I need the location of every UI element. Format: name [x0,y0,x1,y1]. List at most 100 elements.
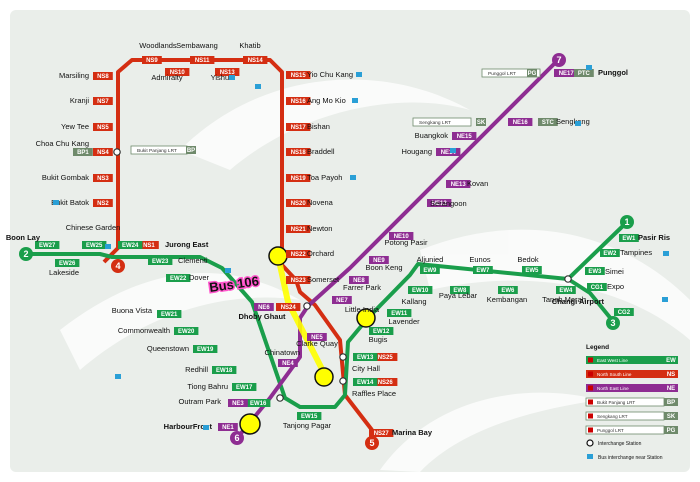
lrt-punggol-name: Punggol LRT [488,71,516,77]
legend-swatch [588,385,593,391]
station-name-tanah-merah: Tanah Merah [542,295,586,304]
legend-line-name: North East Line [597,386,629,391]
legend-code-box [664,356,678,364]
station-code-box [297,412,322,420]
station-code: NE1 [222,425,234,431]
station-code: EW10 [412,288,429,294]
station-code: EW7 [476,268,490,274]
station-code-box [587,283,607,291]
bus-interchange-icon [587,454,593,459]
station-bukit-batok: NS2 [93,199,113,207]
station-name-hougang: Hougang [402,147,432,156]
station-pasir-ris: EW1 [619,234,639,242]
station-code: EW22 [170,276,187,282]
legend-line-name: Bukit Panjang LRT [597,400,635,405]
station-code: NS25 [378,355,394,361]
station-code: NE6 [258,305,270,311]
legend-line-name: Sengkang LRT [597,414,628,419]
station-code: NS9 [146,58,158,64]
station-city-hall-ew: EW13 [353,353,378,361]
station-code: NS27 [374,431,390,437]
station-code: NS20 [291,201,307,207]
station-kembangan: EW6 [498,286,518,294]
station-code-box [243,56,268,64]
station-code-box [353,353,378,361]
bus-interchange-icons [53,65,669,430]
station-code: NS18 [291,150,307,156]
station-name-toa-payoh: Toa Payoh [307,173,342,182]
station-name-bishan: Bishan [307,122,330,131]
station-name-orchard: Orchard [307,249,334,258]
station-chinatown: NE4 [278,359,298,367]
station-commonwealth: EW20 [174,327,199,335]
station-name-boon-keng: Boon Keng [365,263,402,272]
interchange-node-raffles-place [339,377,347,385]
legend-code-box [664,426,678,434]
station-code: EW18 [216,368,233,374]
station-name-little-india: Little India [345,305,380,314]
legend-interchange-symbol [586,439,594,447]
station-code-box [508,118,533,126]
station-code: NS14 [248,58,264,64]
lrt-code-box [73,148,93,156]
legend-line-code: EW [666,358,676,364]
station-code: EW1 [622,236,636,242]
station-code: EW5 [525,268,539,274]
station-code-box [446,180,471,188]
station-code: EW11 [391,311,408,317]
line-badge-ne-harbour [230,431,244,445]
station-name-bukit-gombak: Bukit Gombak [42,173,89,182]
legend-code-box [664,384,678,392]
station-name-yio-chu-kang: Yio Chu Kang [307,70,353,79]
line-badge-ew-east-text: 1 [624,217,629,227]
station-lavender: EW11 [387,309,412,317]
station-bukit-gombak: NS3 [93,174,113,182]
station-name-newton: Newton [307,224,332,233]
legend-title: Legend [586,344,609,351]
legend-line-code: SK [667,414,676,420]
station-name-bedok: Bedok [517,255,539,264]
station-simei: EW3 [585,267,605,275]
station-tanjong-pagar: EW15 [297,412,322,420]
legend-swatch [588,371,593,377]
legend-swatch [588,427,593,433]
station-braddell: NS18 [286,148,311,156]
station-sembawang: NS11 [190,56,215,64]
station-code-box [286,250,311,258]
station-name-jurong-east-ns: Jurong East [165,240,209,249]
station-code-box [286,148,311,156]
station-code-box [157,310,182,318]
station-name-bugis: Bugis [369,335,388,344]
legend-bus-label: Bus interchange near Station [598,455,663,461]
station-name-sembawang: Sembawang [176,41,218,50]
station-code-box [276,303,301,311]
station-code: NE9 [373,258,385,264]
station-code: EW21 [161,312,178,318]
legend-bar [586,384,664,392]
line-badge-ns-jurong-text: 4 [115,261,120,271]
station-bedok: EW5 [522,266,542,274]
line-badge-ew-east [620,215,634,229]
station-redhill: EW18 [212,366,237,374]
lrt-code-box [538,118,558,126]
station-code: EW6 [501,288,515,294]
station-code-box [420,266,440,274]
station-code-box [55,259,80,267]
lrt-sengkang-code: SK [477,120,486,126]
station-code-box [554,69,579,77]
line-badge-changi [606,316,620,330]
station-code: EW26 [59,261,76,267]
bus-icon-changi-airport [662,297,668,302]
interchange-node-dhoby-ghaut [303,302,311,310]
legend-interchange-label: Interchange Station [598,441,642,447]
station-dhoby-ghaut-ne: NE6 [254,303,274,311]
legend-row-sk: Sengkang LRT SK [585,411,678,421]
station-code-box [142,56,162,64]
station-code-box [556,286,576,294]
station-somerset: NS23 [286,276,311,284]
station-name-farrer-park: Farrer Park [343,283,381,292]
station-code: NE15 [457,134,473,140]
station-aljunied: EW9 [420,266,440,274]
station-name-lakeside: Lakeside [49,268,79,277]
